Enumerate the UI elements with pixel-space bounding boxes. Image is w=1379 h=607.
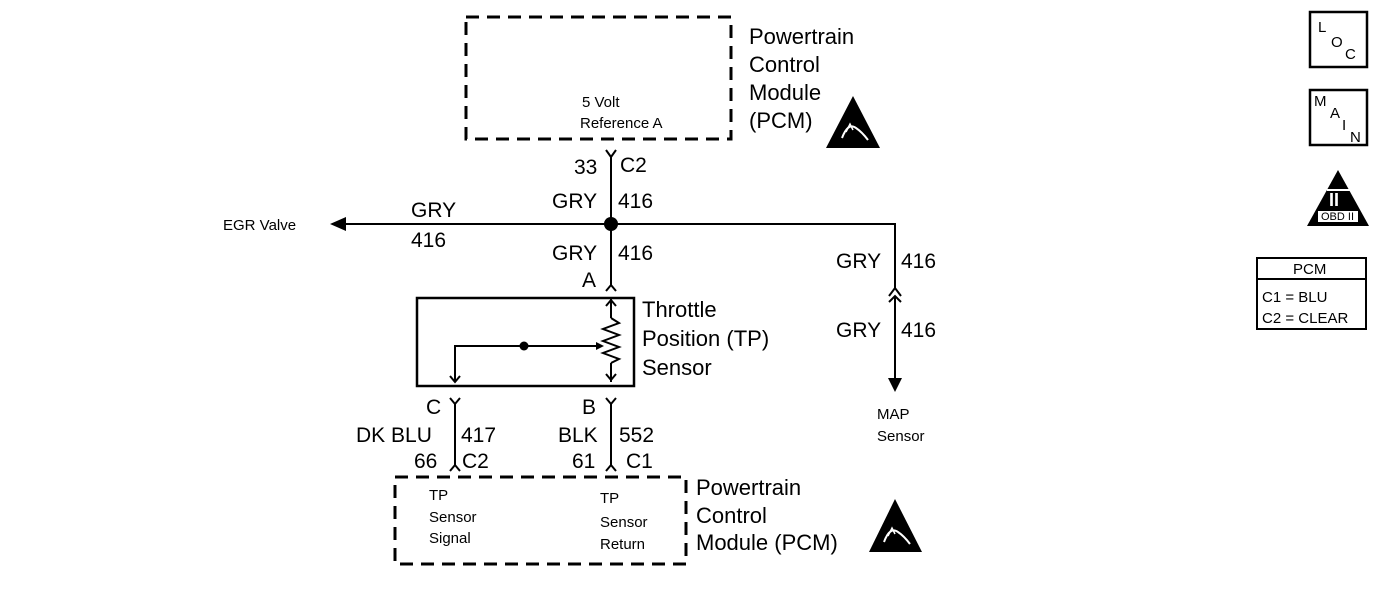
map-upper-color: GRY bbox=[836, 250, 881, 273]
svg-text:C1 = BLU: C1 = BLU bbox=[1262, 289, 1327, 306]
svg-text:II: II bbox=[1329, 190, 1339, 210]
tp-terminal-a: A bbox=[582, 269, 596, 292]
pcm-top-title-2: Control bbox=[749, 52, 820, 77]
svg-text:C2 = CLEAR: C2 = CLEAR bbox=[1262, 310, 1348, 327]
pcm-top-pin-label-1: 5 Volt bbox=[582, 94, 620, 111]
tp-terminal-c-symbol bbox=[449, 397, 461, 406]
main-icon[interactable]: M A I N bbox=[1308, 88, 1369, 147]
map-arrow bbox=[888, 378, 902, 392]
svg-text:PCM: PCM bbox=[1293, 261, 1326, 278]
top-connector-id: C2 bbox=[620, 154, 647, 177]
tp-terminal-a-symbol bbox=[605, 283, 617, 292]
map-lower-color: GRY bbox=[836, 319, 881, 342]
wire-main-lower-color: GRY bbox=[552, 242, 597, 265]
svg-text:I: I bbox=[1342, 117, 1346, 134]
location-icon[interactable]: L O C bbox=[1308, 10, 1369, 69]
svg-text:A: A bbox=[1330, 105, 1340, 122]
signal-label-2: Sensor bbox=[429, 509, 477, 526]
wire-b-connector-symbol bbox=[605, 463, 617, 472]
wire-c-pin: 66 bbox=[414, 450, 437, 473]
pcm-top-pin-label-2: Reference A bbox=[580, 115, 663, 132]
tp-sensor-title-2: Position (TP) bbox=[642, 326, 769, 351]
wire-main-lower-circuit: 416 bbox=[618, 242, 653, 265]
connector-c2-top-symbol bbox=[605, 149, 617, 159]
wire-b-connector: C1 bbox=[626, 450, 653, 473]
svg-text:C: C bbox=[1345, 46, 1356, 63]
potentiometer-symbol bbox=[449, 298, 622, 384]
wire-c-connector-symbol bbox=[449, 463, 461, 472]
signal-label-1: TP bbox=[429, 487, 448, 504]
map-lower-circuit: 416 bbox=[901, 319, 936, 342]
pcm-top-title-4: (PCM) bbox=[749, 108, 813, 133]
svg-text:O: O bbox=[1331, 34, 1343, 51]
tp-terminal-b-symbol bbox=[605, 397, 617, 406]
esd-warning-icon-bottom bbox=[869, 499, 922, 552]
pcm-bottom-title-3: Module (PCM) bbox=[696, 530, 838, 555]
pcm-bottom-title-1: Powertrain bbox=[696, 475, 801, 500]
tp-sensor-title-1: Throttle bbox=[642, 297, 717, 322]
egr-destination: EGR Valve bbox=[223, 217, 296, 234]
svg-text:L: L bbox=[1318, 19, 1326, 36]
tp-terminal-c: C bbox=[426, 396, 441, 419]
signal-label-3: Signal bbox=[429, 530, 471, 547]
map-upper-circuit: 416 bbox=[901, 250, 936, 273]
wire-c-circuit: 417 bbox=[461, 424, 496, 447]
tp-sensor-title-3: Sensor bbox=[642, 355, 712, 380]
pcm-connector-legend: PCM C1 = BLU C2 = CLEAR bbox=[1256, 257, 1367, 330]
map-destination-2: Sensor bbox=[877, 428, 925, 445]
wire-main-upper-color: GRY bbox=[552, 190, 597, 213]
pcm-top-title-1: Powertrain bbox=[749, 24, 854, 49]
wire-main-upper-circuit: 416 bbox=[618, 190, 653, 213]
pcm-top-title-3: Module bbox=[749, 80, 821, 105]
wire-c-color: DK BLU bbox=[356, 424, 432, 447]
wire-b-pin: 61 bbox=[572, 450, 595, 473]
egr-arrow bbox=[330, 217, 346, 231]
wire-c-connector: C2 bbox=[462, 450, 489, 473]
map-destination-1: MAP bbox=[877, 406, 910, 423]
return-label-3: Return bbox=[600, 536, 645, 553]
svg-text:N: N bbox=[1350, 129, 1361, 146]
return-label-2: Sensor bbox=[600, 514, 648, 531]
egr-wire-circuit: 416 bbox=[411, 229, 446, 252]
top-pin-number: 33 bbox=[574, 156, 597, 179]
wire-map-branch bbox=[611, 223, 896, 288]
wire-b-color: BLK bbox=[558, 424, 598, 447]
svg-text:OBD II: OBD II bbox=[1321, 211, 1354, 223]
pcm-top-box bbox=[464, 15, 733, 141]
wire-b-circuit: 552 bbox=[619, 424, 654, 447]
tp-sensor-box bbox=[415, 296, 636, 388]
pcm-bottom-title-2: Control bbox=[696, 503, 767, 528]
obd-ii-icon[interactable]: OBD II II bbox=[1307, 170, 1369, 226]
esd-warning-icon bbox=[826, 96, 880, 148]
return-label-1: TP bbox=[600, 490, 619, 507]
egr-wire-color: GRY bbox=[411, 199, 456, 222]
tp-terminal-b: B bbox=[582, 396, 596, 419]
svg-text:M: M bbox=[1314, 93, 1327, 110]
